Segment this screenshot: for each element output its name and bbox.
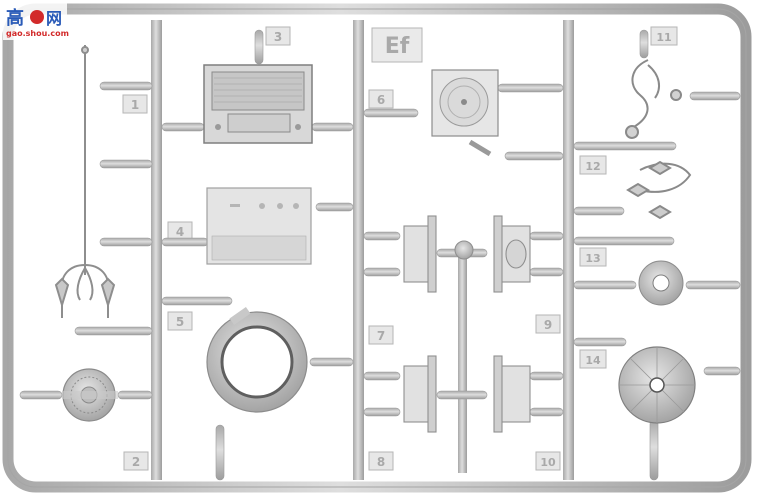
part-number: 6 bbox=[377, 93, 385, 107]
toilet-seat-part bbox=[206, 306, 308, 413]
part-number: 4 bbox=[176, 225, 184, 239]
wall-lamp-part bbox=[625, 59, 692, 220]
number-tabs bbox=[122, 26, 678, 471]
part-number: 9 bbox=[544, 318, 552, 332]
watermark-char: 网 bbox=[46, 9, 62, 28]
part-number: 14 bbox=[585, 354, 601, 367]
part-number: 7 bbox=[377, 329, 385, 343]
part-number: 3 bbox=[274, 30, 282, 44]
runner bbox=[563, 20, 574, 480]
runner bbox=[353, 20, 364, 480]
watermark-logo: 高 网 gao.shou.com bbox=[3, 2, 69, 40]
watermark-emblem bbox=[30, 10, 44, 24]
part-number: 10 bbox=[540, 456, 556, 469]
gates bbox=[19, 29, 741, 481]
ceiling-rose-part bbox=[62, 368, 118, 422]
part-number: 12 bbox=[585, 160, 600, 173]
runner bbox=[458, 248, 467, 473]
runner bbox=[151, 20, 162, 480]
radio-part bbox=[203, 64, 313, 144]
sprue-code: Ef bbox=[385, 34, 410, 59]
lamp-shade-part bbox=[618, 346, 696, 424]
part-number: 2 bbox=[132, 455, 140, 469]
part-number: 13 bbox=[585, 252, 600, 265]
part-number: 11 bbox=[656, 31, 671, 44]
ring-part bbox=[638, 260, 684, 306]
watermark-url: gao.shou.com bbox=[6, 29, 69, 38]
chandelier-part bbox=[54, 45, 116, 318]
cabinet-panel-part bbox=[403, 215, 531, 433]
part-number: 5 bbox=[176, 315, 184, 329]
radio-cabinet-part bbox=[206, 187, 312, 265]
part-number: 1 bbox=[131, 98, 139, 112]
gramophone-part bbox=[431, 69, 499, 157]
watermark-char: 高 bbox=[6, 7, 24, 29]
part-number: 8 bbox=[377, 455, 385, 469]
